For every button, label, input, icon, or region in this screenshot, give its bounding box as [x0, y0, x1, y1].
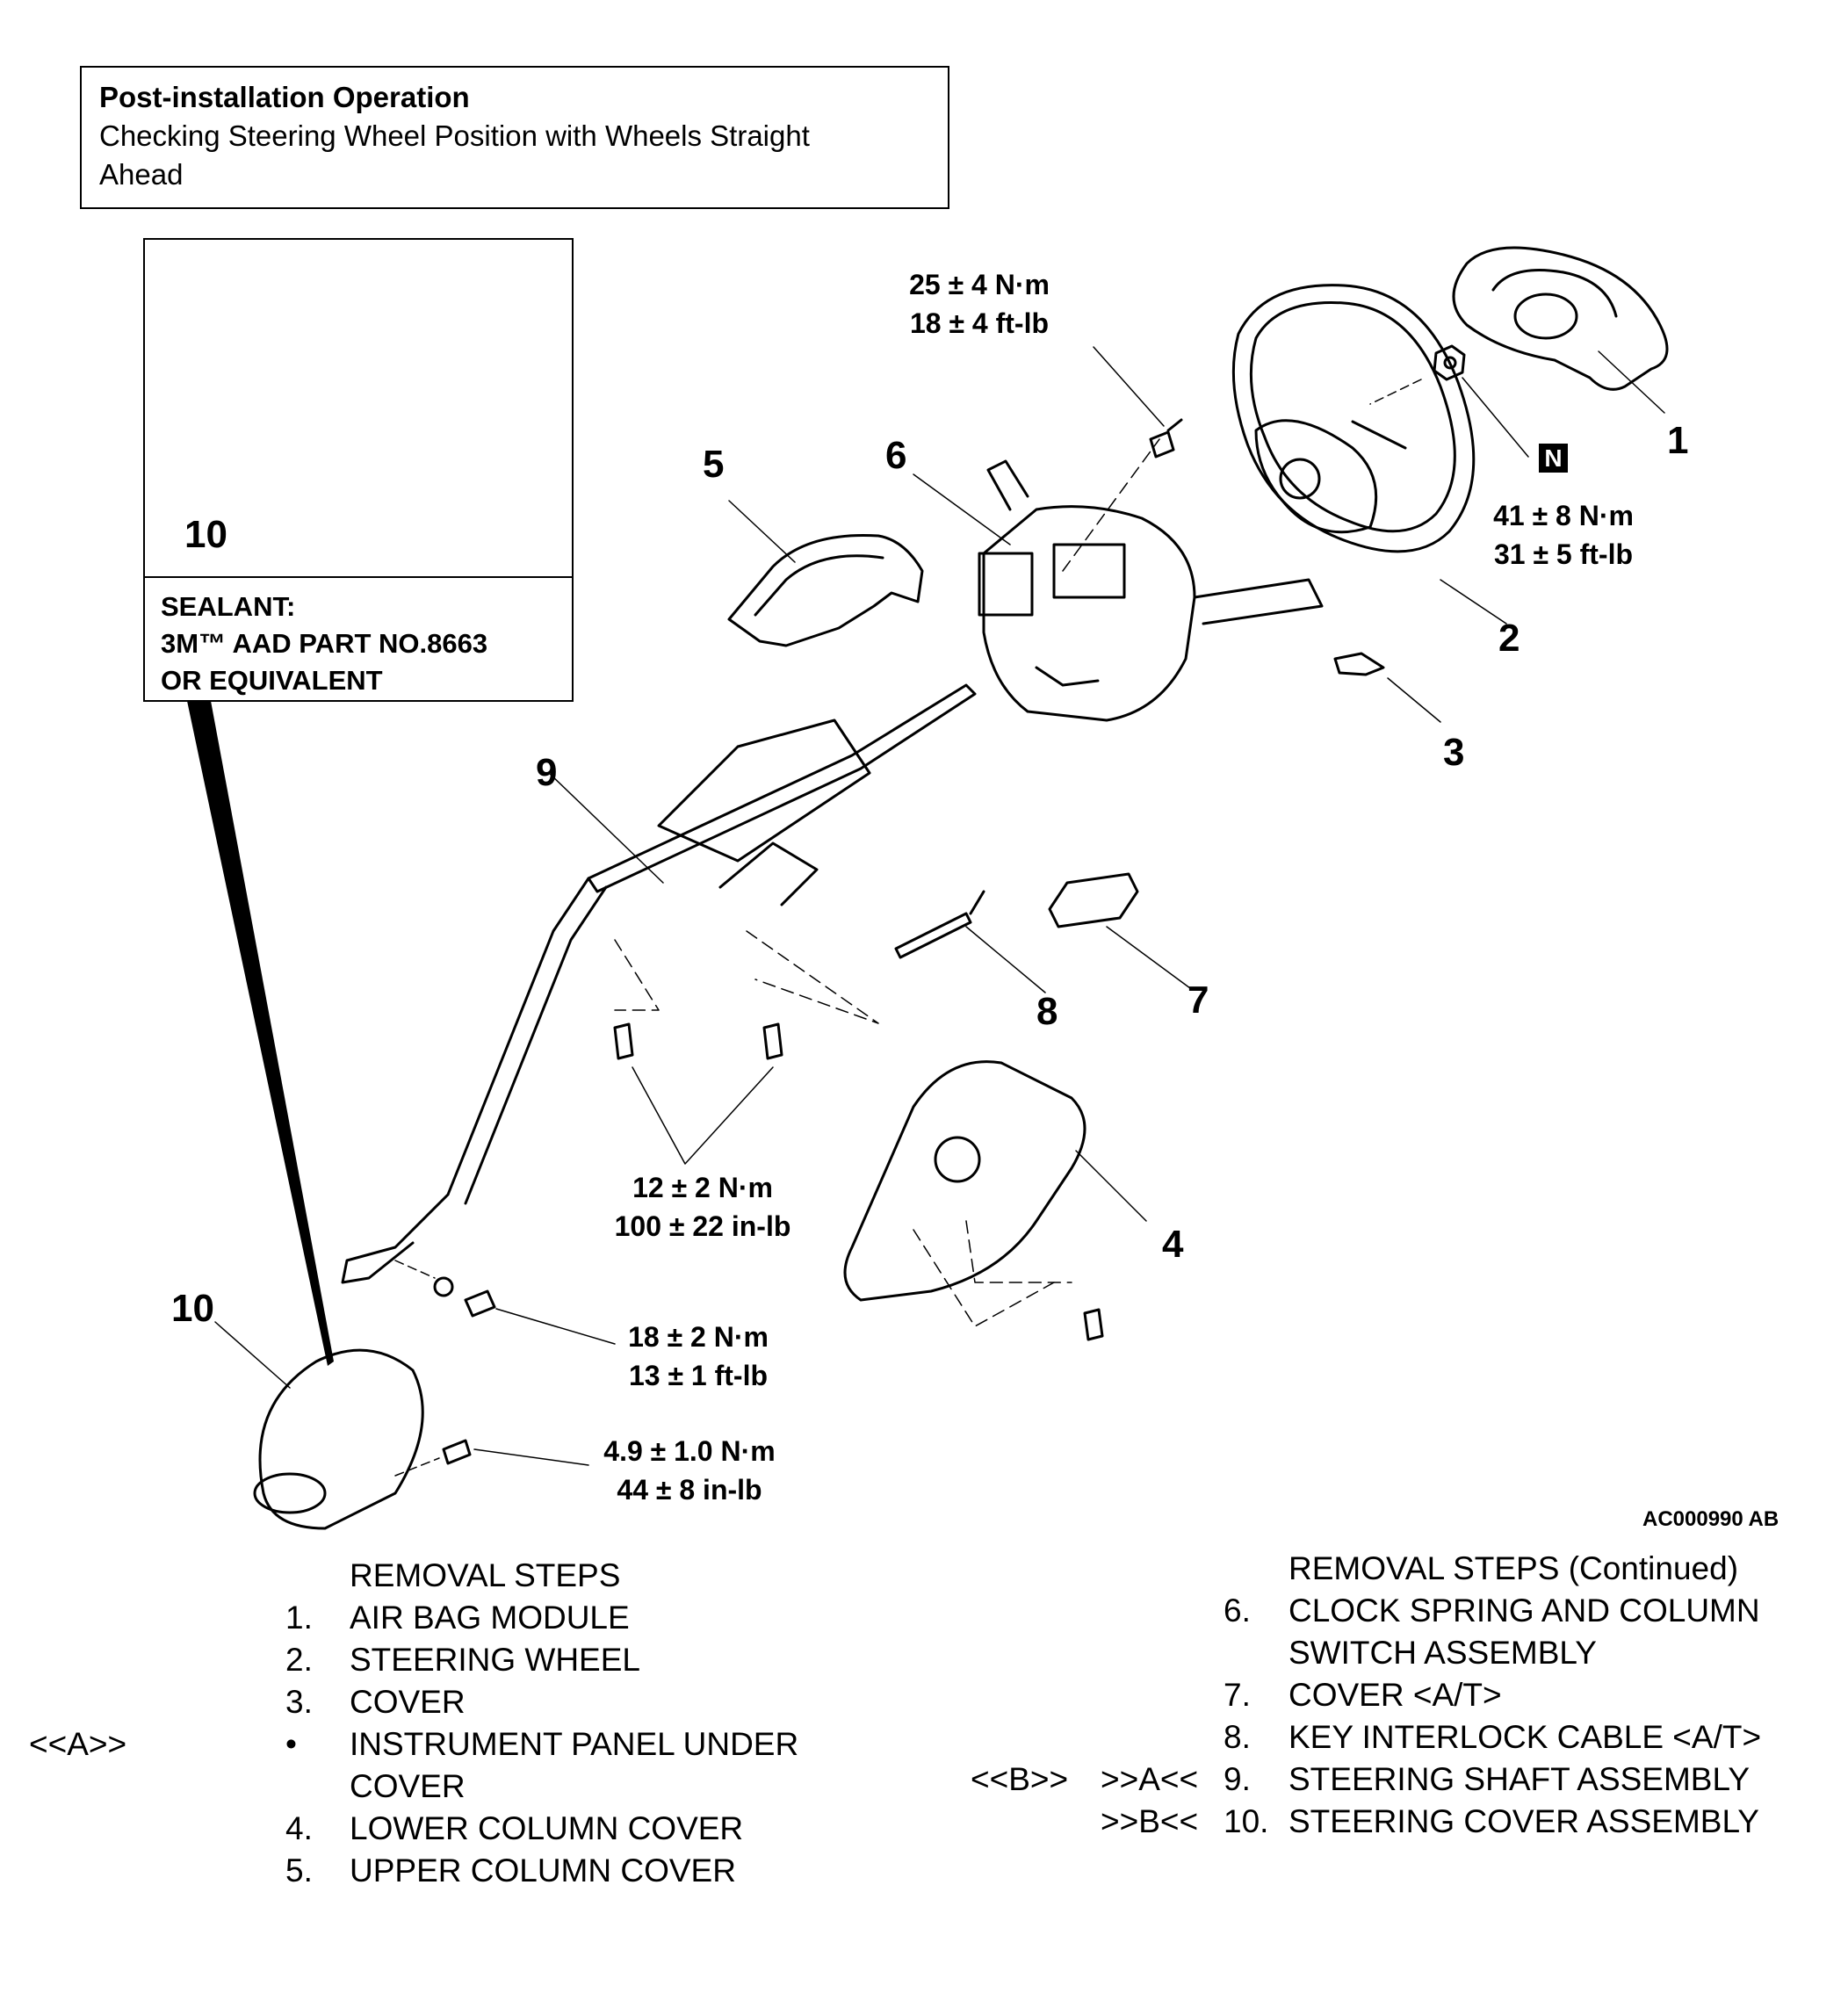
removal-step-10: 10. STEERING COVER ASSEMBLY [1224, 1801, 1759, 1843]
removal-step-8: 8. KEY INTERLOCK CABLE <A/T> [1224, 1716, 1761, 1759]
post-installation-text: Checking Steering Wheel Position with Wh… [99, 119, 810, 191]
step-label: STEERING WHEEL [350, 1642, 640, 1678]
callout-5: 5 [703, 443, 725, 486]
removal-step-1: 1. AIR BAG MODULE [285, 1597, 630, 1639]
callout-1: 1 [1667, 419, 1689, 462]
step-label: INSTRUMENT PANEL UNDER [350, 1726, 799, 1762]
step-label: UPPER COLUMN COVER [350, 1852, 736, 1889]
torque-imperial: 18 ± 4 ft-lb [909, 307, 1050, 339]
step-number: 2. [285, 1642, 313, 1678]
removal-step-3: 3. COVER [285, 1681, 466, 1723]
torque-nm: 25 ± 4 N·m [909, 269, 1050, 300]
step-label: CLOCK SPRING AND COLUMN [1289, 1592, 1760, 1629]
sealant-leader [187, 701, 334, 1366]
torque-spec-wheel-nut: 41 ± 8 N·m 31 ± 5 ft-lb [1476, 496, 1651, 574]
removal-step-10-ref-b: >>B<< [1101, 1803, 1199, 1839]
step-number: 5. [285, 1852, 313, 1889]
callout-2: 2 [1498, 617, 1520, 660]
step-number: 7. [1224, 1677, 1251, 1713]
torque-nm: 4.9 ± 1.0 N·m [603, 1435, 776, 1467]
removal-steps-header: REMOVAL STEPS [350, 1557, 621, 1593]
step-number: 3. [285, 1684, 313, 1720]
removal-step-4: 4. LOWER COLUMN COVER [285, 1808, 743, 1850]
upper-column-cover-drawing [729, 501, 922, 646]
step-number: 8. [1224, 1719, 1251, 1755]
key-interlock-cable-drawing [896, 892, 1045, 993]
shaft-bolts-drawing [615, 1024, 782, 1164]
torque-nm: 18 ± 2 N·m [628, 1321, 769, 1353]
step-number: 10. [1224, 1803, 1269, 1839]
step-bullet: • [285, 1726, 297, 1762]
torque-spec-switch-bolt: 25 ± 4 N·m 18 ± 4 ft-lb [892, 265, 1067, 343]
sealant-line-3: OR EQUIVALENT [161, 665, 383, 696]
step-number: 6. [1224, 1592, 1251, 1629]
torque-spec-joint-bolt: 18 ± 2 N·m 13 ± 1 ft-lb [610, 1318, 786, 1395]
callout-9: 9 [536, 751, 558, 794]
removal-step-ref-a: <<A>> [29, 1726, 127, 1762]
step-number: 4. [285, 1810, 313, 1846]
callout-4: 4 [1162, 1223, 1184, 1266]
step-label: AIR BAG MODULE [350, 1600, 630, 1636]
post-installation-title: Post-installation Operation [99, 81, 470, 113]
lower-bolts-drawing [395, 1260, 615, 1476]
at-cover-drawing [1050, 874, 1190, 988]
removal-step-9-ref-b: <<B>> [971, 1761, 1069, 1797]
torque-imperial: 13 ± 1 ft-lb [628, 1360, 769, 1391]
removal-step-6-line2: SWITCH ASSEMBLY [1289, 1635, 1597, 1671]
step-number: 9. [1224, 1761, 1251, 1797]
wheel-nut-drawing [1370, 346, 1528, 457]
small-cover-drawing [1335, 654, 1440, 722]
removal-steps-cont-header: REMOVAL STEPS (Continued) [1289, 1550, 1739, 1586]
torque-imperial: 44 ± 8 in-lb [617, 1474, 762, 1506]
torque-imperial: 100 ± 22 in-lb [614, 1210, 791, 1242]
column-switch-drawing [913, 439, 1322, 720]
post-installation-box: Post-installation Operation Checking Ste… [80, 66, 949, 209]
sealant-divider [143, 576, 574, 578]
removal-step-7: 7. COVER <A/T> [1224, 1674, 1502, 1716]
step-label: STEERING COVER ASSEMBLY [1289, 1803, 1759, 1839]
callout-8: 8 [1036, 990, 1058, 1033]
step-label: STEERING SHAFT ASSEMBLY [1289, 1761, 1750, 1797]
torque-imperial: 31 ± 5 ft-lb [1493, 538, 1634, 570]
removal-step-under-cover-line2: COVER [350, 1768, 466, 1804]
torque-spec-shaft-bolts: 12 ± 2 N·m 100 ± 22 in-lb [593, 1168, 812, 1246]
new-part-n-icon: N [1539, 444, 1568, 473]
sealant-text: SEALANT: 3M™ AAD PART NO.8663 OR EQUIVAL… [161, 589, 487, 699]
step-label: KEY INTERLOCK CABLE <A/T> [1289, 1719, 1762, 1755]
step-label: LOWER COLUMN COVER [350, 1810, 744, 1846]
steering-cover-drawing [215, 1322, 422, 1528]
removal-step-2: 2. STEERING WHEEL [285, 1639, 640, 1681]
step-label: COVER <A/T> [1289, 1677, 1502, 1713]
step-number: 1. [285, 1600, 313, 1636]
figure-id: AC000990 AB [1642, 1507, 1779, 1531]
callout-7: 7 [1187, 979, 1209, 1022]
sealant-detail-box [143, 238, 574, 702]
removal-step-5: 5. UPPER COLUMN COVER [285, 1850, 736, 1892]
sealant-callout-10: 10 [184, 513, 227, 556]
steering-shaft-drawing [343, 685, 975, 1282]
steering-wheel-drawing [1233, 285, 1506, 624]
removal-step-6: 6. CLOCK SPRING AND COLUMN [1224, 1590, 1760, 1632]
lower-column-cover-drawing [845, 1062, 1146, 1340]
sealant-line-2: 3M™ AAD PART NO.8663 [161, 628, 488, 659]
torque-spec-cover-bolt: 4.9 ± 1.0 N·m 44 ± 8 in-lb [580, 1432, 799, 1509]
torque-nm: 12 ± 2 N·m [632, 1172, 773, 1203]
removal-step-9: 9. STEERING SHAFT ASSEMBLY [1224, 1759, 1750, 1801]
removal-step-under-cover: • INSTRUMENT PANEL UNDER [285, 1723, 798, 1766]
step-label: COVER [350, 1684, 466, 1720]
switch-bolt-drawing [1094, 347, 1181, 457]
removal-step-9-ref-a: >>A<< [1101, 1761, 1199, 1797]
callout-3: 3 [1443, 731, 1465, 774]
air-bag-module-drawing [1454, 248, 1667, 413]
torque-nm: 41 ± 8 N·m [1493, 500, 1634, 531]
callout-6: 6 [885, 434, 907, 477]
callout-10: 10 [171, 1287, 214, 1330]
sealant-line-1: SEALANT: [161, 591, 296, 622]
